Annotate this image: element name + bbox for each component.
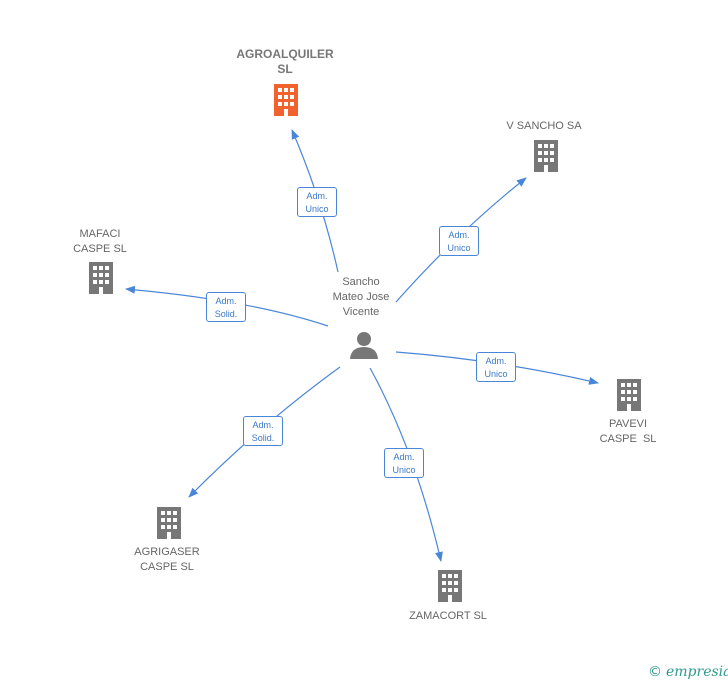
role-badge-agrigaser: Adm. Solid. [243, 416, 283, 446]
company-label-zamacort[interactable]: ZAMACORT SL [378, 609, 518, 624]
role-text: Adm. [252, 420, 274, 430]
company-label-pavevi[interactable]: PAVEVI CASPE SL [558, 417, 698, 447]
role-text: Adm. [306, 191, 328, 201]
role-text: Adm. [215, 296, 237, 306]
person-name: Sancho Mateo Jose Vicente [316, 275, 406, 320]
company-name-line: MAFACI [79, 228, 121, 240]
company-name-line: PAVEVI [608, 418, 648, 430]
person-icon [350, 332, 378, 359]
copyright-icon: © [648, 664, 662, 680]
role-text: Unico [447, 243, 471, 253]
role-badge-pavevi: Adm. Unico [476, 352, 516, 382]
role-text: Solid. [251, 433, 275, 443]
company-label-agroalquiler[interactable]: AGROALQUILER SL [215, 47, 355, 77]
role-text: Adm. [448, 230, 470, 240]
building-icon-agroalquiler [274, 84, 298, 116]
building-icon-agrigaser [157, 507, 181, 539]
building-icon-pavevi [617, 379, 641, 411]
role-text: Unico [305, 204, 329, 214]
person-name-line: Sancho [342, 276, 380, 288]
company-name-line: CASPE SL [73, 243, 127, 255]
role-badge-mafaci: Adm. Solid. [206, 292, 246, 322]
company-name-line: V SANCHO SA [506, 120, 582, 132]
role-badge-zamacort: Adm. Unico [384, 448, 424, 478]
role-text: Adm. [485, 356, 507, 366]
role-text: Unico [484, 369, 508, 379]
building-icon-zamacort [438, 570, 462, 602]
role-badge-vsancho: Adm. Unico [439, 226, 479, 256]
company-label-vsancho[interactable]: V SANCHO SA [474, 119, 614, 134]
company-label-agrigaser[interactable]: AGRIGASER CASPE SL [97, 545, 237, 575]
company-name-line: AGROALQUILER [236, 47, 334, 61]
building-icon-vsancho [534, 140, 558, 172]
role-text: Solid. [214, 309, 238, 319]
person-name-line: Mateo Jose [332, 291, 390, 303]
company-name-line: ZAMACORT SL [409, 610, 487, 622]
role-text: Unico [392, 465, 416, 475]
company-name-line: AGRIGASER [134, 546, 200, 558]
role-text: Adm. [393, 452, 415, 462]
person-name-line: Vicente [342, 306, 380, 318]
company-name-line: CASPE SL [599, 433, 657, 445]
building-icon-mafaci [89, 262, 113, 294]
brand-logo[interactable]: ©empresia [648, 664, 728, 680]
role-badge-agroalquiler: Adm. Unico [297, 187, 337, 217]
company-name-line: SL [277, 62, 293, 76]
brand-name: empresia [666, 664, 728, 680]
company-name-line: CASPE SL [140, 561, 194, 573]
company-label-mafaci[interactable]: MAFACI CASPE SL [30, 227, 170, 257]
